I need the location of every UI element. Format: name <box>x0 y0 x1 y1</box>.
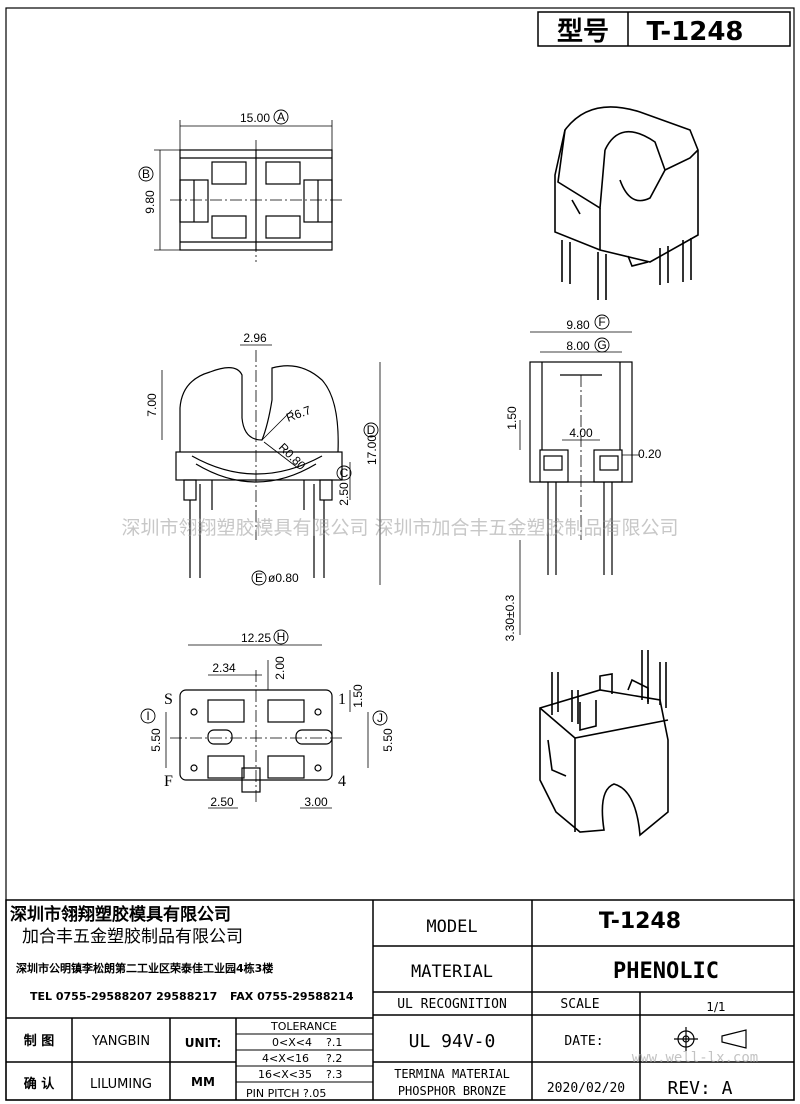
termina-label-1: TERMINA MATERIAL <box>394 1067 510 1081</box>
dim-front-total: 17.00 <box>365 435 379 465</box>
model-label: MODEL <box>426 917 477 937</box>
dim-side-pin: 3.30±0.3 <box>503 594 517 641</box>
model-value: T-1248 <box>599 909 681 934</box>
pin-label-s: S <box>164 691 173 708</box>
iso-view-bottom <box>539 650 669 837</box>
drawn-label: 制 图 <box>24 1033 55 1049</box>
rev-label: REV: A <box>667 1078 732 1099</box>
dim-bottom-150: 1.50 <box>351 684 365 708</box>
tol-range-0: 0<X<4 <box>272 1036 312 1049</box>
header-model-label: 型号 <box>557 17 609 47</box>
material-value: PHENOLIC <box>613 959 719 984</box>
dim-ref-a: A <box>277 110 285 124</box>
front-view <box>161 344 381 586</box>
dim-side-gap: 4.00 <box>569 426 593 440</box>
pin-label-f: F <box>164 773 173 790</box>
dim-side-wall: 0.20 <box>638 447 662 461</box>
tolerance-title: TOLERANCE <box>270 1020 337 1033</box>
drawn-by: YANGBIN <box>91 1034 150 1049</box>
unit-value: MM <box>191 1075 215 1089</box>
side-view <box>519 314 640 635</box>
termina-label-2: PHOSPHOR BRONZE <box>398 1084 506 1098</box>
dim-ref-i: I <box>146 709 149 723</box>
checked-by: LILUMING <box>90 1077 152 1092</box>
dim-side-h: 1.50 <box>505 406 519 430</box>
material-label: MATERIAL <box>411 962 493 982</box>
date-value: 2020/02/20 <box>547 1081 625 1096</box>
dim-ref-j: J <box>377 711 383 725</box>
dim-bottom-234: 2.34 <box>212 661 236 675</box>
dim-bottom-200: 2.00 <box>273 656 287 680</box>
dim-bottom-250: 2.50 <box>210 795 234 809</box>
date-label: DATE: <box>564 1034 603 1049</box>
dim-top-height: 9.80 <box>143 190 157 214</box>
iso-view-top <box>554 106 699 300</box>
ul-value: UL 94V-0 <box>409 1031 496 1052</box>
company-address: 深圳市公明镇李松朗第二工业区荣泰佳工业园4栋3楼 <box>16 961 273 975</box>
pin-pitch: PIN PITCH ?.05 <box>246 1087 326 1100</box>
dim-front-top: 7.00 <box>145 393 159 417</box>
dim-ref-c: C <box>340 466 349 480</box>
dim-side-outer: 9.80 <box>566 318 590 332</box>
tol-val-2: ?.3 <box>326 1068 342 1081</box>
dim-front-r1: R6.7 <box>284 403 313 425</box>
checked-label: 确 认 <box>24 1076 56 1092</box>
pin-label-1: 1 <box>338 691 346 708</box>
scale-label: SCALE <box>560 997 599 1012</box>
ul-label: UL RECOGNITION <box>397 997 507 1012</box>
title-block <box>5 899 795 1101</box>
header-model-value: T-1248 <box>646 17 743 47</box>
company-tel: TEL 0755-29588207 29588217 <box>30 990 217 1003</box>
dim-ref-d: D <box>367 423 376 437</box>
dim-front-slot: 2.96 <box>243 331 267 345</box>
tol-val-0: ?.1 <box>326 1036 342 1049</box>
dim-top-width: 15.00 <box>240 111 270 125</box>
dim-bottom-right-h: 5.50 <box>381 728 395 752</box>
dim-bottom-width: 12.25 <box>241 631 271 645</box>
pin-label-4: 4 <box>338 773 346 790</box>
company-fax: FAX 0755-29588214 <box>230 990 354 1003</box>
dim-side-inner: 8.00 <box>566 339 590 353</box>
top-view <box>138 109 342 262</box>
company-name-1: 深圳市翎翔塑胶模具有限公司 <box>10 904 231 925</box>
watermark-url: www.well-lx.com <box>632 1050 758 1066</box>
tol-range-2: 16<X<35 <box>258 1068 312 1081</box>
bottom-view <box>140 629 388 809</box>
dim-pin-dia: ø0.80 <box>268 571 299 585</box>
unit-label: UNIT: <box>185 1036 222 1050</box>
dim-ref-f: F <box>598 315 605 329</box>
company-name-2: 加合丰五金塑胶制品有限公司 <box>22 927 243 947</box>
dim-ref-e: E <box>255 571 263 585</box>
tol-val-1: ?.2 <box>326 1052 342 1065</box>
dim-bottom-300: 3.00 <box>304 795 328 809</box>
watermark-text: 深圳市翎翔塑胶模具有限公司 深圳市加合丰五金塑胶制品有限公司 <box>121 517 678 539</box>
date-symbols <box>674 1027 747 1051</box>
header-model-box: 型号 T-1248 <box>537 11 791 47</box>
dim-ref-h: H <box>277 630 286 644</box>
dim-ref-g: G <box>597 338 606 352</box>
dim-ref-b: B <box>142 167 150 181</box>
scale-value: 1/1 <box>706 1000 725 1014</box>
dim-bottom-left-h: 5.50 <box>149 728 163 752</box>
tol-range-1: 4<X<16 <box>262 1052 309 1065</box>
dim-front-pin-top: 2.50 <box>337 482 351 506</box>
